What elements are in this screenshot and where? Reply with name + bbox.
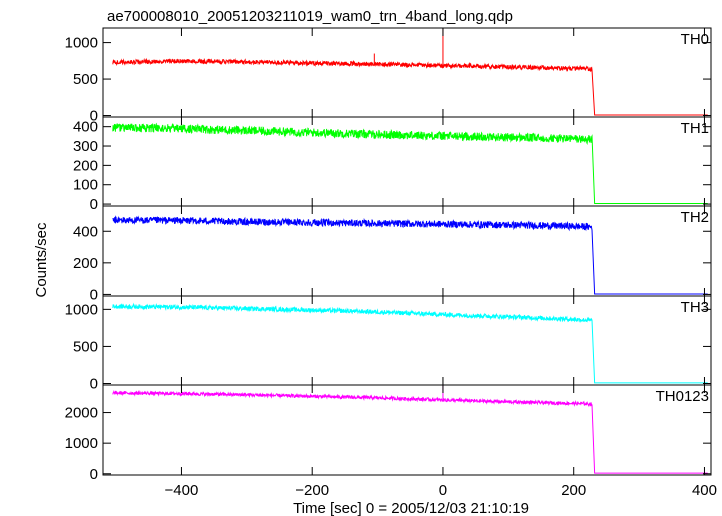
x-tick-label: 0 (439, 482, 447, 499)
y-tick-label: 400 (73, 119, 98, 136)
x-tick-label: −400 (165, 482, 199, 499)
panel-th0123: 0 1000 2000 TH0123 (65, 384, 712, 483)
y-tick-label: 0 (90, 376, 98, 393)
panel-th3: 0 500 1000 TH3 (65, 295, 712, 393)
x-axis: −400 −200 0 200 400 (165, 482, 717, 499)
y-tick-label: 0 (90, 196, 98, 213)
y-tick-label: 0 (90, 108, 98, 125)
panel-frame (102, 384, 712, 476)
y-tick-label: 1000 (65, 35, 98, 52)
y-tick-label: 400 (73, 223, 98, 240)
x-tick-label: 200 (561, 482, 586, 499)
y-tick-label: 1000 (65, 301, 98, 318)
panel-frame (102, 295, 712, 386)
y-tick-label: 0 (90, 466, 98, 483)
x-tick-label: 400 (692, 482, 717, 499)
panel-th1: 0 100 200 300 400 TH1 (73, 116, 712, 213)
y-tick-label: 500 (73, 71, 98, 88)
panel-label: TH0 (681, 31, 709, 48)
y-tick-label: 1000 (65, 435, 98, 452)
x-axis-label: Time [sec] 0 = 2005/12/03 21:10:19 (293, 500, 529, 516)
panel-label: TH3 (681, 299, 709, 316)
chart-title: ae700008010_20051203211019_wam0_trn_4ban… (107, 8, 513, 25)
y-tick-label: 2000 (65, 405, 98, 422)
y-tick-label: 0 (90, 286, 98, 303)
y-tick-label: 100 (73, 177, 98, 194)
series-line-th0 (112, 57, 708, 116)
panel-frame (102, 27, 712, 118)
y-tick-label: 200 (73, 255, 98, 272)
y-tick-label: 500 (73, 338, 98, 355)
x-tick-label: −200 (295, 482, 329, 499)
y-tick-label: 200 (73, 157, 98, 174)
y-axis-label: Counts/sec (33, 222, 50, 298)
panel-label: TH1 (681, 120, 709, 137)
panel-label: TH2 (681, 209, 709, 226)
series-line-th0123 (112, 389, 708, 474)
panel-th2: 0 200 400 TH2 (73, 205, 712, 303)
y-tick-label: 300 (73, 138, 98, 155)
panel-label: TH0123 (656, 388, 709, 405)
panel-th0: 0 500 1000 TH0 (65, 27, 712, 125)
series-line-th2 (112, 215, 708, 295)
series-line-th3 (112, 302, 708, 384)
series-line-th1 (112, 122, 708, 204)
